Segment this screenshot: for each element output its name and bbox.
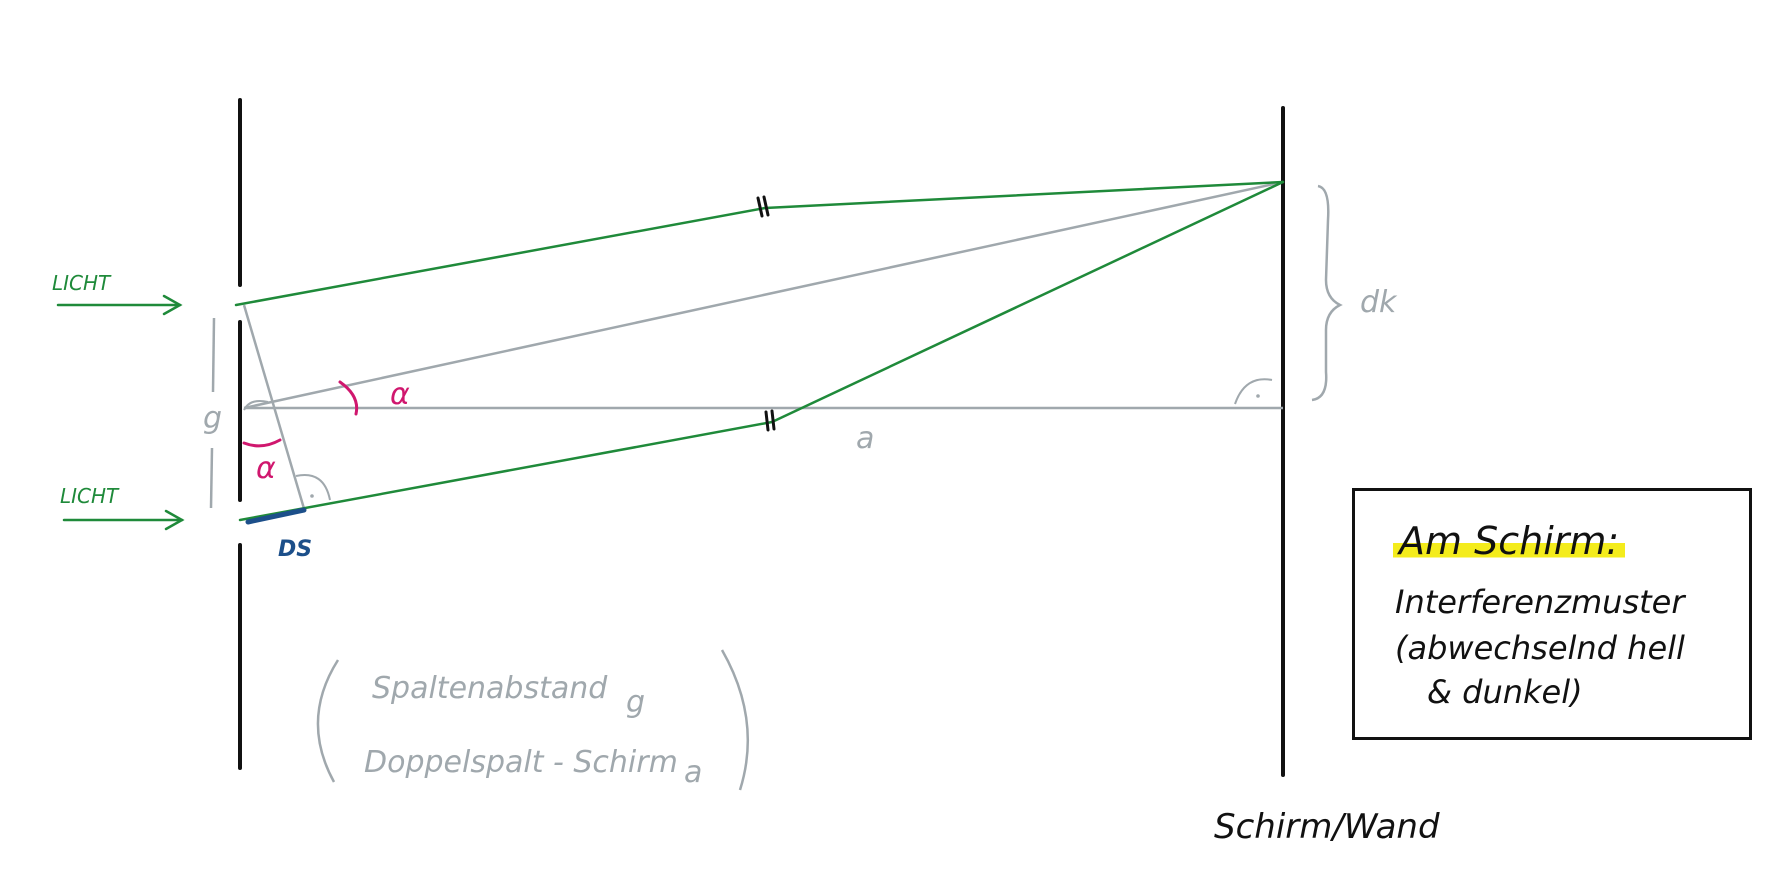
path-difference-segment (245, 507, 307, 525)
angle-arc-bottom (242, 438, 282, 448)
legend-close-paren (720, 649, 750, 791)
note-line-2: (abwechselnd hell (1395, 629, 1685, 667)
angle-label-bottom: α (256, 451, 276, 486)
note-box: Am Schirm: Interferenzmuster (abwechseln… (1352, 488, 1752, 740)
path-difference-label: DS (278, 537, 312, 562)
angle-label-top: α (390, 377, 410, 412)
right-angle-dot-bottom (310, 494, 314, 498)
light-label-top: LICHT (52, 271, 112, 295)
equal-length-ticks (756, 195, 776, 432)
right-angle-dot-screen (1256, 394, 1260, 398)
right-angle-marker-bottom (295, 474, 331, 501)
legend-line1: Spaltenabstand (372, 671, 608, 706)
central-ray (243, 180, 1284, 410)
incoming-light-arrows (56, 294, 185, 531)
slit-distance-marker (209, 317, 216, 509)
distance-label: a (856, 421, 874, 456)
angle-arc-top (338, 380, 359, 416)
legend-line2: Doppelspalt - Schirm (364, 745, 678, 780)
legend-note: Spaltenabstand g Doppelspalt - Schirm a (316, 649, 750, 791)
construction-line (242, 304, 307, 513)
right-angle-marker-screen (1234, 378, 1273, 405)
fringe-distance-label: dk (1360, 285, 1398, 320)
note-line-1: Interferenzmuster (1395, 583, 1685, 621)
screen-label: Schirm/Wand (1214, 807, 1440, 847)
light-label-bottom: LICHT (60, 484, 120, 508)
slit-distance-label: g (203, 401, 222, 436)
legend-line1-var: g (626, 685, 645, 720)
legend-line2-var: a (684, 755, 702, 790)
light-rays (234, 180, 1285, 522)
note-line-3: & dunkel) (1427, 673, 1583, 711)
legend-open-paren (316, 659, 340, 783)
note-title: Am Schirm: (1393, 519, 1626, 563)
slit-centre-arc (243, 400, 269, 411)
fringe-distance-brace (1311, 184, 1343, 402)
